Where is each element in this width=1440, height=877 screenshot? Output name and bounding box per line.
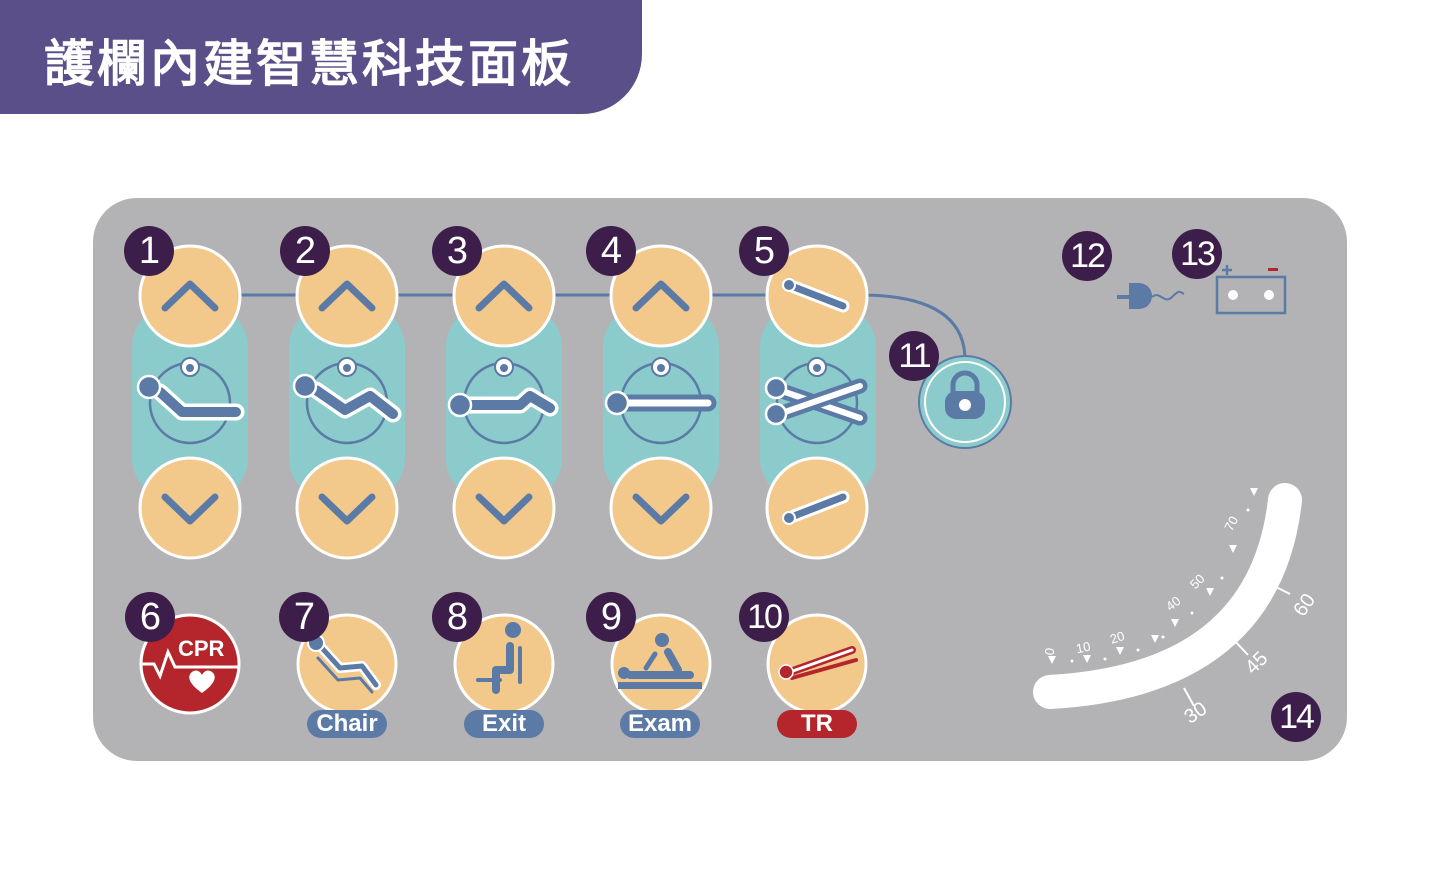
marker-6: 6 [125,592,175,642]
tilt-icon [764,357,868,445]
flat-up-button[interactable] [609,244,713,348]
marker-8: 8 [432,592,482,642]
power-plug-icon [1117,283,1185,309]
height-up-button[interactable] [452,244,556,348]
tilt-down-icon [782,490,850,525]
page-title: 護欄內建智慧科技面板 [44,35,574,93]
back-raise-icon [136,357,245,445]
height-down-button[interactable] [452,456,556,560]
exit-label[interactable]: Exit [464,710,544,738]
flat-down-button[interactable] [609,456,713,560]
marker-4: 4 [586,226,636,276]
chevron-up-icon [475,280,533,312]
tr-label[interactable]: TR [777,710,857,738]
tilt-feet-up-button[interactable] [765,456,869,560]
chevron-down-icon [475,493,533,525]
chevron-down-icon [161,493,219,525]
back-down-button[interactable] [138,456,242,560]
marker-9: 9 [586,592,636,642]
chevron-up-icon [632,280,690,312]
battery-icon [1215,265,1287,315]
marker-10: 10 [739,592,789,642]
lock-icon [945,370,985,419]
column-1-band [132,305,248,500]
tilt-head-up-button[interactable] [765,244,869,348]
marker-14: 14 [1271,692,1321,742]
marker-2: 2 [280,226,330,276]
tilt-up-icon [782,278,850,313]
marker-11: 11 [889,331,939,381]
cpr-label: CPR [178,636,225,661]
knee-raise-icon [292,357,402,445]
chevron-up-icon [161,280,219,312]
marker-13: 13 [1172,229,1222,279]
gauge-tick-10: 10 [1074,638,1092,657]
chevron-down-icon [318,493,376,525]
knee-down-button[interactable] [295,456,399,560]
back-up-button[interactable] [138,244,242,348]
chevron-up-icon [318,280,376,312]
marker-3: 3 [432,226,482,276]
title-banner: 護欄內建智慧科技面板 [0,0,642,114]
chair-label[interactable]: Chair [307,710,387,738]
lock-button[interactable] [918,355,1012,449]
chevron-down-icon [632,493,690,525]
marker-1: 1 [124,226,174,276]
marker-7: 7 [279,592,329,642]
connector-line [190,293,967,361]
exam-label[interactable]: Exam [620,710,700,738]
marker-5: 5 [739,226,789,276]
marker-12: 12 [1062,231,1112,281]
angle-gauge [1033,483,1302,709]
knee-up-button[interactable] [295,244,399,348]
flat-bed-icon [604,357,717,445]
height-icon [447,357,559,445]
